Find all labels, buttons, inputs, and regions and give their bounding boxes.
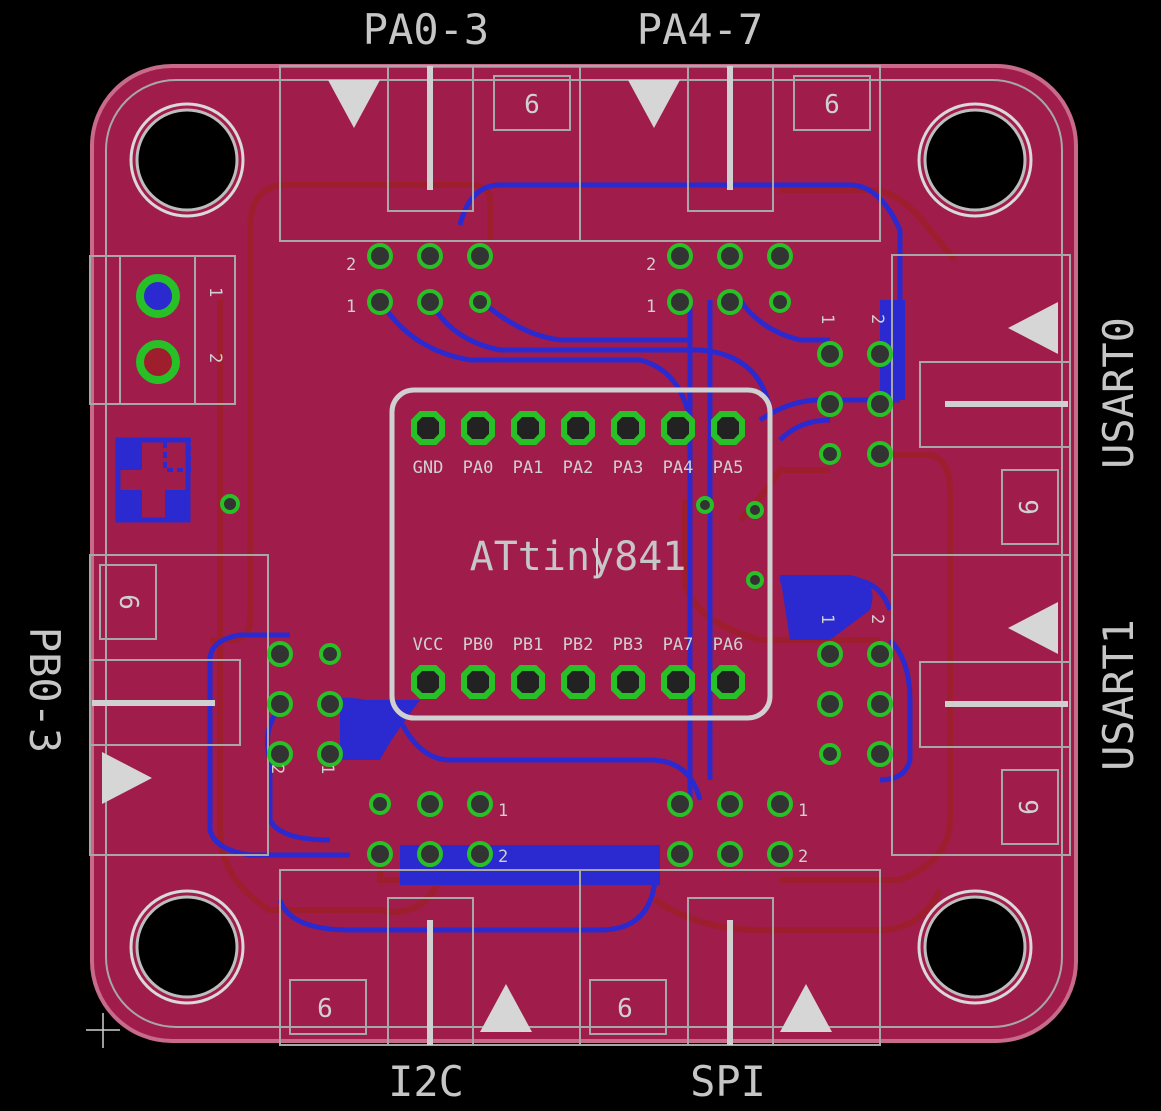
size-label: 6 xyxy=(1015,499,1045,515)
pin-label: PB3 xyxy=(613,635,644,655)
svg-text:1: 1 xyxy=(205,287,225,297)
mcu-bottom-pin-labels: VCC PB0 PB1 PB2 PB3 PA7 PA6 xyxy=(413,635,744,655)
connector-top-left: 6 xyxy=(279,65,581,242)
pin1-arrow-icon xyxy=(328,80,380,128)
pin-label: PA4 xyxy=(663,458,694,478)
svg-text:1: 1 xyxy=(646,297,656,317)
pin1-arrow-icon xyxy=(102,752,152,804)
pin-label: PA0 xyxy=(463,458,494,478)
pin-label: PB2 xyxy=(563,635,594,655)
header-left: 2 1 xyxy=(267,641,343,774)
pin-label: GND xyxy=(413,458,444,478)
header-top-left: 2 1 xyxy=(346,243,493,317)
pin-label: PB1 xyxy=(513,635,544,655)
connector-top-right: 6 xyxy=(579,65,881,242)
size-label: 6 xyxy=(113,594,143,610)
label-i2c: I2C xyxy=(388,1057,464,1106)
size-label: 6 xyxy=(617,994,633,1024)
pin-label: PA1 xyxy=(513,458,544,478)
mounting-holes xyxy=(129,102,1033,1005)
svg-text:2: 2 xyxy=(867,314,887,324)
svg-text:2: 2 xyxy=(798,847,808,867)
size-label: 6 xyxy=(317,994,333,1024)
origin-marker xyxy=(86,1013,120,1048)
pin-label: PA7 xyxy=(663,635,694,655)
svg-text:1: 1 xyxy=(317,764,337,774)
label-pa4-7: PA4-7 xyxy=(637,5,763,54)
terminal-pad-1 xyxy=(136,274,180,318)
mcu-top-pin-labels: GND PA0 PA1 PA2 PA3 PA4 PA5 xyxy=(413,458,744,478)
vias xyxy=(696,496,764,589)
terminal-pad-2 xyxy=(136,340,180,384)
size-label: 6 xyxy=(1015,799,1045,815)
svg-text:2: 2 xyxy=(267,764,287,774)
pin-label: VCC xyxy=(413,635,444,655)
size-label: 6 xyxy=(824,90,840,120)
svg-text:2: 2 xyxy=(346,255,356,275)
header-bottom-right: 1 2 xyxy=(667,791,808,867)
header-right-top: 1 2 xyxy=(817,314,893,467)
svg-text:1: 1 xyxy=(498,801,508,821)
mcu-top-pads xyxy=(411,411,745,445)
board-inner-outline xyxy=(105,79,1063,1028)
pin1-arrow-icon xyxy=(780,984,832,1032)
size-label: 6 xyxy=(524,90,540,120)
svg-text:2: 2 xyxy=(205,353,225,363)
pin-label: PA3 xyxy=(613,458,644,478)
pin1-arrow-icon xyxy=(1008,302,1058,354)
pin-label: PA5 xyxy=(713,458,744,478)
pin1-arrow-icon xyxy=(1008,602,1058,654)
mcu-module: GND PA0 PA1 PA2 PA3 PA4 PA5 ATtiny841 VC… xyxy=(389,387,773,721)
mcu-name: ATtiny841 xyxy=(470,534,687,580)
label-spi: SPI xyxy=(690,1057,766,1106)
pin-label: PB0 xyxy=(463,635,494,655)
svg-text:2: 2 xyxy=(867,614,887,624)
svg-text:2: 2 xyxy=(498,847,508,867)
svg-text:2: 2 xyxy=(646,255,656,275)
label-pa0-3: PA0-3 xyxy=(363,5,489,54)
connector-bottom-right: 6 xyxy=(579,869,881,1046)
connector-right-bottom: 6 xyxy=(891,554,1071,856)
pin-label: PA6 xyxy=(713,635,744,655)
bottom-copper-fills xyxy=(115,300,905,885)
label-usart0: USART0 xyxy=(1094,317,1143,469)
pin1-arrow-icon xyxy=(480,984,532,1032)
pin1-arrow-icon xyxy=(628,80,680,128)
header-right-bottom: 1 2 xyxy=(817,614,893,767)
header-bottom-left: 1 2 xyxy=(367,791,508,867)
smd-components xyxy=(118,438,240,520)
mcu-bottom-pads xyxy=(411,665,745,699)
svg-text:1: 1 xyxy=(817,614,837,624)
svg-text:1: 1 xyxy=(798,801,808,821)
power-terminal: 1 2 xyxy=(89,255,236,405)
pin-label: PA2 xyxy=(563,458,594,478)
svg-text:1: 1 xyxy=(817,314,837,324)
svg-text:1: 1 xyxy=(346,297,356,317)
header-top-right: 2 1 xyxy=(646,243,793,317)
label-pb0-3: PB0-3 xyxy=(20,627,69,753)
label-usart1: USART1 xyxy=(1094,619,1143,771)
